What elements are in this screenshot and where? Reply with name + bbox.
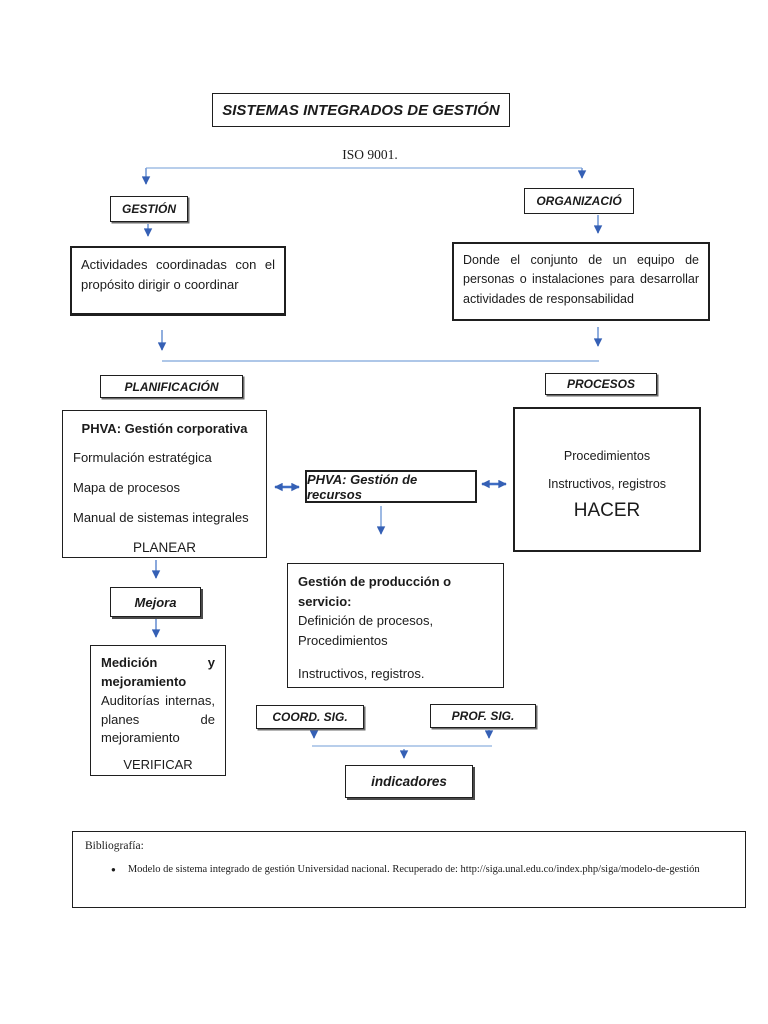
bibliografia-item: Modelo de sistema integrado de gestión U… (127, 864, 700, 875)
bibliografia-heading: Bibliografía: (85, 840, 144, 852)
coord-sig-box: COORD. SIG. (256, 705, 364, 729)
procesos-box: PROCESOS (545, 373, 657, 395)
produccion-line: Instructivos, registros. (298, 666, 425, 681)
produccion-line: Definición de procesos, (298, 613, 434, 628)
organizacion-label: ORGANIZACIÓ (536, 194, 622, 208)
planificacion-label: PLANIFICACIÓN (124, 379, 219, 394)
procesos-detalle-box: Procedimientos Instructivos, registros H… (513, 407, 701, 552)
medicion-body: Auditorías internas, planes de mejoramie… (101, 692, 215, 746)
procesos-detalle-line: Procedimientos (563, 449, 651, 463)
produccion-box: Gestión de producción o servicio: Defini… (287, 563, 504, 688)
organizacion-box: ORGANIZACIÓ (524, 188, 634, 214)
produccion-title: Gestión de producción o servicio: (298, 574, 452, 609)
page-title: SISTEMAS INTEGRADOS DE GESTIÓN (222, 101, 500, 119)
phase-verificar: VERIFICAR (123, 757, 193, 773)
indicadores-label: indicadores (371, 774, 447, 789)
mejora-box: Mejora (110, 587, 201, 617)
gestion-box: GESTIÓN (110, 196, 188, 222)
phva-corporativa-title: PHVA: Gestión corporativa (81, 421, 248, 436)
produccion-line: Procedimientos (298, 632, 388, 648)
organizacion-description-box: Donde el conjunto de un equipo de person… (452, 242, 710, 321)
title-box: SISTEMAS INTEGRADOS DE GESTIÓN (212, 93, 510, 127)
iso-standard-label: ISO 9001. (342, 147, 398, 162)
gestion-description: Actividades coordinadas con el propósito… (81, 257, 275, 293)
prof-sig-box: PROF. SIG. (430, 704, 536, 728)
phva-corporativa-box: PHVA: Gestión corporativa Formulación es… (62, 410, 267, 558)
phva-recursos-box: PHVA: Gestión de recursos (305, 470, 477, 503)
medicion-box: Medición y mejoramiento Auditorías inter… (90, 645, 226, 776)
phva-corporativa-item: Manual de sistemas integrales (73, 510, 249, 525)
bibliografia-box: Bibliografía: ● Modelo de sistema integr… (72, 831, 746, 908)
coord-sig-label: COORD. SIG. (272, 710, 348, 724)
gestion-label: GESTIÓN (121, 202, 176, 216)
mejora-label: Mejora (134, 594, 177, 610)
planificacion-box: PLANIFICACIÓN (100, 375, 243, 398)
bullet-icon: ● (111, 865, 116, 874)
phva-recursos-label: PHVA: Gestión de recursos (307, 471, 418, 502)
phase-planear: PLANEAR (132, 540, 197, 555)
procesos-label: PROCESOS (566, 377, 635, 391)
procesos-detalle-line: Instructivos, registros (547, 477, 667, 491)
indicadores-box: indicadores (345, 765, 473, 798)
phva-corporativa-item: Formulación estratégica (73, 450, 212, 465)
organizacion-description: Donde el conjunto de un equipo de person… (463, 253, 699, 306)
gestion-description-box: Actividades coordinadas con el propósito… (70, 246, 286, 316)
medicion-title: Medición y mejoramiento (101, 655, 215, 689)
prof-sig-label: PROF. SIG. (451, 709, 515, 723)
phase-hacer: HACER (573, 500, 641, 521)
phva-corporativa-item: Mapa de procesos (73, 480, 180, 495)
